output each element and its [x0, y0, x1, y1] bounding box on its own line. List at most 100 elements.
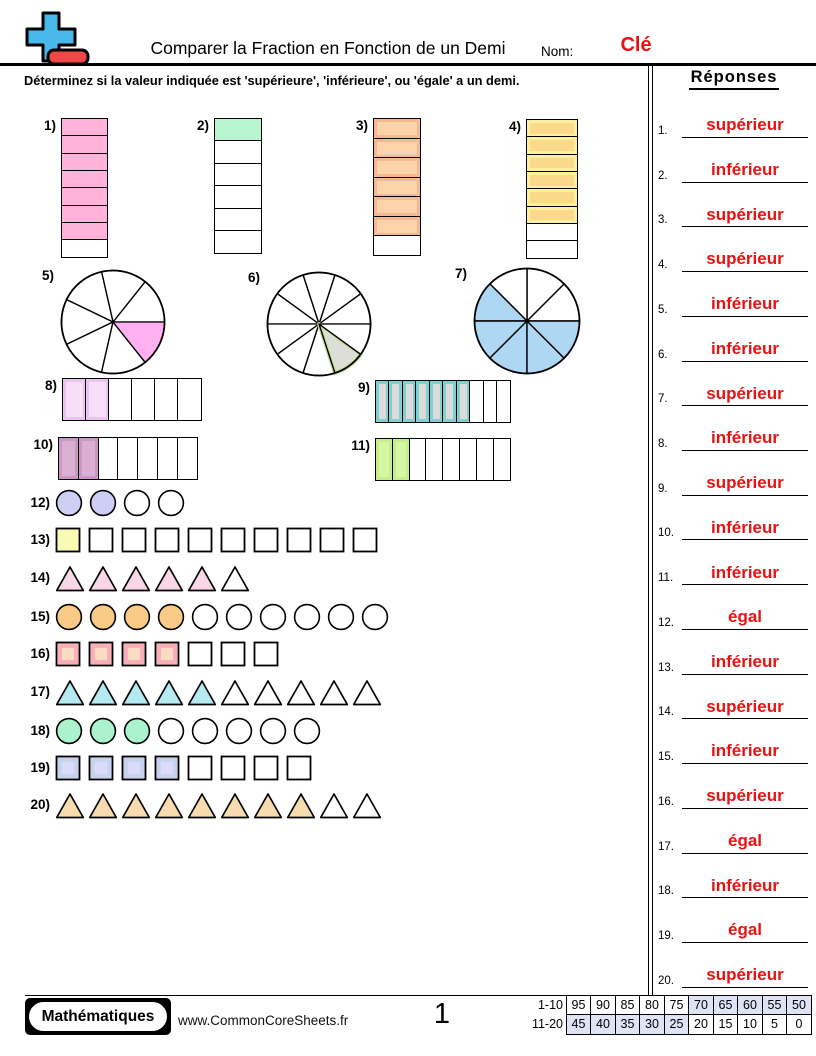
- triangle-shape: [352, 793, 382, 819]
- circle-shape: [55, 717, 83, 745]
- answer-text: inférieur: [710, 875, 780, 895]
- grade-cell: 65: [712, 994, 739, 1016]
- filled-cell: [373, 137, 421, 159]
- answer-text: supérieur: [706, 786, 784, 806]
- answer-item: 8. inférieur: [654, 417, 814, 452]
- grade-cell: 20: [688, 1014, 714, 1035]
- answer-number: 5.: [658, 303, 668, 316]
- answer-line: inférieur: [682, 428, 808, 452]
- grade-cell: 80: [639, 994, 665, 1016]
- filled-cell: [391, 438, 411, 481]
- answer-item: 13. inférieur: [654, 641, 814, 675]
- answer-line: égal: [682, 831, 808, 854]
- square-shape: [286, 755, 312, 781]
- triangle-shape: [187, 566, 217, 592]
- problem-number: 17): [30, 684, 50, 700]
- answer-item: 15.inférieur: [654, 730, 814, 765]
- fraction-visual-hstrip: [62, 378, 202, 421]
- filled-cell: [61, 169, 108, 189]
- triangle-shape: [55, 793, 85, 819]
- fraction-visual-hstrip: [58, 437, 198, 480]
- triangle-shape: [253, 680, 283, 706]
- pie-fraction: [266, 271, 372, 377]
- answer-number: 3.: [658, 214, 668, 227]
- empty-cell: [108, 378, 133, 421]
- header-rule: [0, 63, 816, 67]
- answer-line: inférieur: [682, 563, 808, 586]
- answer-item: 18.inférieur: [654, 864, 814, 899]
- answer-number: 17.: [658, 840, 674, 853]
- answer-number: 1.: [658, 125, 668, 137]
- answer-text: supérieur: [706, 964, 784, 984]
- answer-number: 19.: [658, 929, 674, 942]
- filled-cell: [61, 118, 108, 137]
- problem-number: 6): [247, 270, 260, 285]
- math-badge-oval: Mathématiques: [28, 1001, 168, 1032]
- square-shape: [121, 527, 147, 553]
- triangle-shape: [220, 680, 250, 706]
- square-shape: [121, 641, 147, 667]
- triangle-shape: [286, 793, 316, 819]
- fraction-visual-pie: [59, 268, 167, 381]
- square-shape: [88, 527, 114, 553]
- answer-text: inférieur: [710, 428, 780, 448]
- problem-18: 18): [20, 717, 321, 745]
- triangle-shape: [55, 566, 85, 592]
- grade-row-label: 11-20: [531, 1017, 563, 1031]
- empty-cell: [459, 438, 478, 481]
- empty-cell: [177, 378, 202, 421]
- name-label: Nom:: [541, 44, 574, 59]
- answer-number: 15.: [658, 751, 674, 764]
- problem-number: 19): [30, 759, 50, 775]
- answer-number: 20.: [658, 974, 674, 987]
- filled-cell: [526, 153, 578, 173]
- fraction-visual-vstack: [526, 119, 578, 259]
- triangle-shape: [220, 793, 250, 819]
- circle-shape: [293, 603, 321, 631]
- circle-shape: [55, 603, 83, 631]
- square-shape: [253, 641, 279, 667]
- empty-cell: [61, 239, 108, 258]
- square-shape: [319, 527, 345, 553]
- filled-cell: [61, 152, 108, 172]
- square-shape: [253, 527, 279, 553]
- fraction-visual-pie: [472, 266, 582, 381]
- triangle-shape: [154, 793, 184, 819]
- answer-item: 10.inférieur: [654, 506, 814, 541]
- empty-cell: [214, 162, 262, 187]
- answer-number: 13.: [658, 661, 674, 674]
- answer-line: inférieur: [682, 652, 808, 675]
- answer-number: 7.: [658, 393, 668, 406]
- problem-19: 19): [20, 755, 312, 781]
- circle-shape: [327, 603, 355, 631]
- problem-number: 12): [30, 494, 50, 510]
- problem-number: 1): [43, 118, 56, 133]
- filled-cell: [526, 188, 578, 208]
- circle-shape: [191, 717, 219, 745]
- answer-number: 10.: [658, 527, 674, 540]
- filled-cell: [373, 118, 421, 139]
- triangle-shape: [286, 680, 316, 706]
- page-number: 1: [433, 998, 451, 1030]
- problem-12: 12): [20, 489, 185, 517]
- answer-line: inférieur: [682, 160, 808, 183]
- grade-cell: 95: [565, 994, 592, 1016]
- triangle-shape: [319, 793, 349, 819]
- answer-text: supérieur: [706, 383, 784, 403]
- answer-line: supérieur: [682, 473, 808, 496]
- circle-shape: [123, 489, 151, 517]
- fraction-visual-vstack: [214, 118, 262, 255]
- triangle-shape: [220, 566, 250, 592]
- fraction-visual-pie: [265, 270, 373, 383]
- circle-shape: [89, 489, 117, 517]
- answer-number: 6.: [658, 348, 668, 361]
- grade-cell: 55: [761, 994, 788, 1016]
- problem-7: 7): [437, 266, 582, 381]
- math-badge: Mathématiques: [25, 998, 171, 1035]
- answer-number: 8.: [658, 438, 668, 451]
- circle-shape: [361, 603, 389, 631]
- square-shape: [154, 641, 180, 667]
- circle-shape: [123, 717, 151, 745]
